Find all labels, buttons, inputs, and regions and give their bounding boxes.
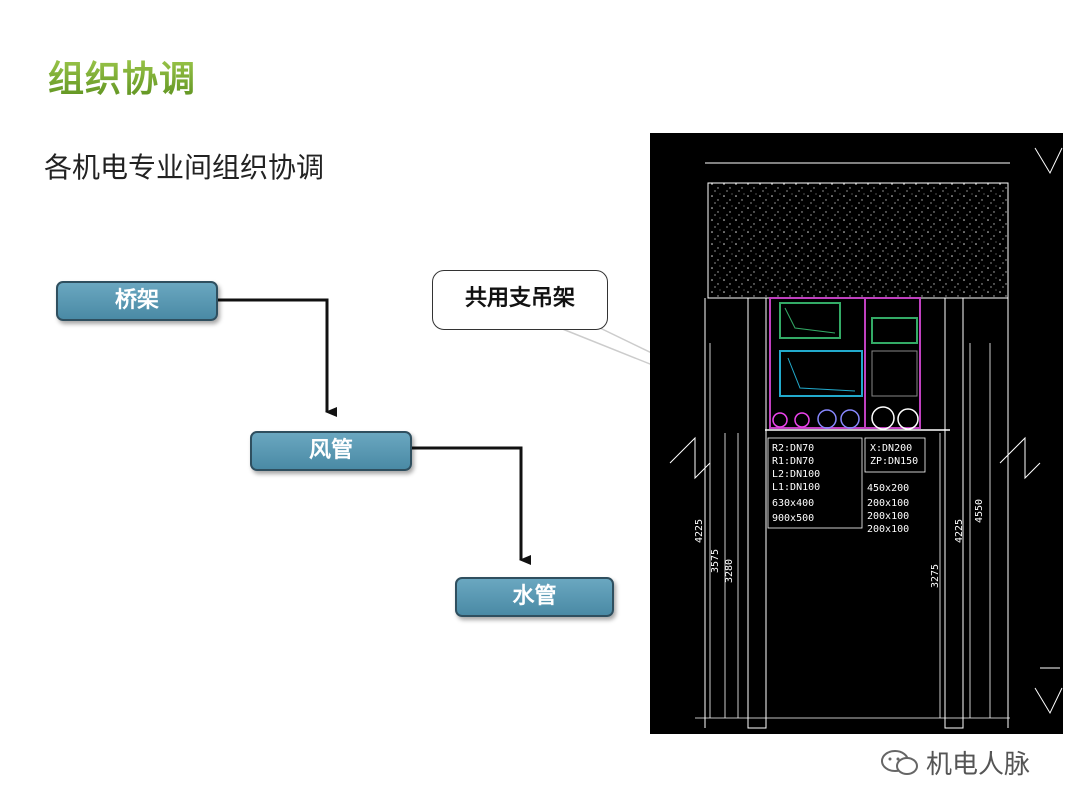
cad-section-drawing: R2:DN70 R1:DN70 L2:DN100 L1:DN100 630x40… bbox=[650, 133, 1063, 734]
pipe-label: R2:DN70 bbox=[772, 443, 814, 454]
watermark: 机电人脉 bbox=[880, 744, 1030, 781]
duct-label: 630x400 bbox=[772, 498, 814, 509]
duct-label: 900x500 bbox=[772, 513, 814, 524]
dim-label: 3280 bbox=[724, 559, 735, 583]
air-duct-box: 风管 bbox=[250, 431, 412, 471]
pipe-label: ZP:DN150 bbox=[870, 456, 918, 467]
pipe-label: X:DN200 bbox=[870, 443, 912, 454]
dim-label: 3275 bbox=[930, 564, 941, 588]
dim-label: 4225 bbox=[954, 519, 965, 543]
page-title: 组织协调 bbox=[48, 50, 196, 102]
tray-label: 200x100 bbox=[867, 511, 909, 522]
page-subtitle: 各机电专业间组织协调 bbox=[44, 151, 325, 184]
watermark-text: 机电人脉 bbox=[926, 750, 1031, 780]
pipe-label: R1:DN70 bbox=[772, 456, 814, 467]
pipe-label: L2:DN100 bbox=[772, 469, 820, 480]
arrow-cable-to-duct bbox=[216, 298, 337, 417]
dim-label: 4225 bbox=[694, 519, 705, 543]
pipe-label: L1:DN100 bbox=[772, 482, 820, 493]
dim-label: 3575 bbox=[710, 549, 721, 573]
callout-pointer bbox=[559, 327, 650, 365]
water-pipe-box: 水管 bbox=[455, 577, 614, 617]
arrow-duct-to-water bbox=[410, 446, 531, 565]
wechat-icon bbox=[881, 749, 918, 775]
dim-label: 4550 bbox=[974, 499, 985, 523]
tray-label: 200x100 bbox=[867, 524, 909, 535]
cad-svg: R2:DN70 R1:DN70 L2:DN100 L1:DN100 630x40… bbox=[669, 147, 1063, 729]
tray-label: 450x200 bbox=[867, 483, 909, 494]
shared-support-callout: 共用支吊架 bbox=[432, 270, 608, 330]
cable-tray-box: 桥架 bbox=[56, 281, 218, 321]
flow-arrows bbox=[216, 298, 650, 565]
tray-label: 200x100 bbox=[867, 498, 909, 509]
